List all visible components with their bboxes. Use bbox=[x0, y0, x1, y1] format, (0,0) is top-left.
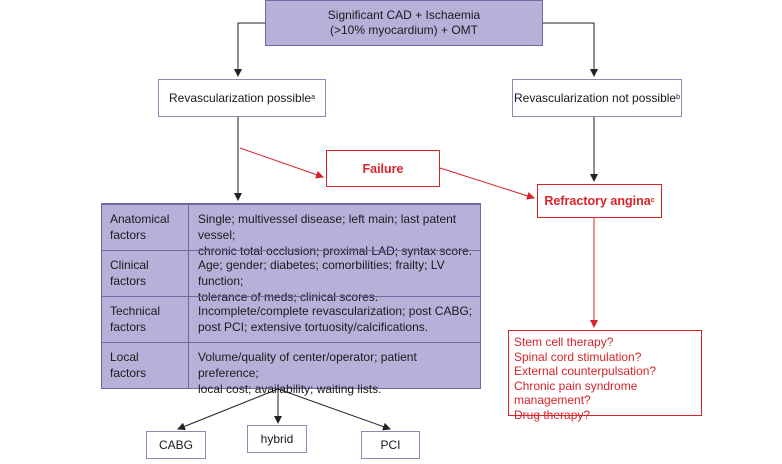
refractory-label: Refractory angina bbox=[544, 194, 651, 208]
arrow-failure-to-refractory bbox=[439, 167, 535, 200]
arrow-to-cabg bbox=[177, 388, 279, 431]
factor-label-line: Clinical bbox=[110, 258, 149, 272]
top-line-1: Significant CAD + Ischaemia bbox=[327, 8, 481, 22]
outcome-hybrid-label: hybrid bbox=[260, 432, 294, 446]
arrow-to-pci bbox=[277, 388, 391, 431]
factors-table: Anatomical factors Single; multivessel di… bbox=[101, 203, 481, 396]
factor-desc-line: Single; multivessel disease; left main; … bbox=[198, 212, 457, 242]
factor-label-line: factors bbox=[110, 228, 147, 242]
factor-label-line: factors bbox=[110, 274, 147, 288]
outcome-pci-label: PCI bbox=[380, 438, 401, 452]
arrow-top-to-revasc-not-possible bbox=[543, 22, 598, 77]
outcome-hybrid-box: hybrid bbox=[247, 425, 307, 453]
failure-box: Failure bbox=[326, 150, 440, 187]
factor-desc-line: tolerance of meds; clinical scores. bbox=[198, 290, 379, 304]
top-condition-box: Significant CAD + Ischaemia (>10% myocar… bbox=[265, 0, 543, 46]
arrow-to-failure bbox=[239, 147, 324, 179]
arrow-top-to-revasc-possible bbox=[234, 22, 265, 77]
therapy-item: Chronic pain syndrome management? bbox=[514, 378, 638, 408]
factor-label-line: Anatomical bbox=[110, 212, 170, 226]
factor-label: Clinical factors bbox=[110, 257, 172, 289]
outcome-cabg-label: CABG bbox=[158, 438, 193, 452]
factor-row-clinical: Clinical factors Age; gender; diabetes; c… bbox=[102, 250, 480, 304]
factor-label: Local factors bbox=[110, 349, 172, 381]
factor-label: Anatomical factors bbox=[110, 211, 172, 243]
factor-description: Age; gender; diabetes; comorbilities; fr… bbox=[198, 257, 478, 305]
revasc-not-possible-label: Revascularization not possible bbox=[514, 91, 677, 105]
factor-desc-line: Age; gender; diabetes; comorbilities; fr… bbox=[198, 258, 445, 288]
therapy-item: Stem cell therapy? bbox=[514, 335, 614, 349]
factor-desc-line: local cost; availability; waiting lists. bbox=[198, 382, 382, 396]
factor-label: Technical factors bbox=[110, 303, 172, 335]
factor-desc-line: chronic total occlusion; proximal LAD; s… bbox=[198, 244, 473, 258]
therapy-options-box: Stem cell therapy? Spinal cord stimulati… bbox=[508, 330, 702, 422]
factor-desc-line: post PCI; extensive tortuosity/calcifica… bbox=[198, 320, 429, 334]
therapy-item: External counterpulsation? bbox=[514, 364, 657, 378]
revasc-possible-label: Revascularization possible bbox=[169, 91, 312, 105]
factor-description: Volume/quality of center/operator; patie… bbox=[198, 349, 478, 397]
factor-label-line: Local bbox=[110, 350, 139, 364]
therapy-item: Drug therapy? bbox=[514, 407, 591, 422]
factor-label-line: factors bbox=[110, 320, 147, 334]
therapy-item: Spinal cord stimulation? bbox=[514, 349, 642, 364]
outcome-cabg-box: CABG bbox=[146, 431, 206, 459]
factor-row-technical: Technical factors Incomplete/complete rev… bbox=[102, 296, 480, 342]
outcome-pci-box: PCI bbox=[361, 431, 420, 459]
failure-label: Failure bbox=[362, 161, 404, 176]
factor-row-anatomical: Anatomical factors Single; multivessel di… bbox=[102, 204, 480, 258]
top-line-2: (>10% myocardium) + OMT bbox=[329, 23, 479, 37]
factor-description: Incomplete/complete revascularization; p… bbox=[198, 303, 478, 335]
factor-row-local: Local factors Volume/quality of center/op… bbox=[102, 342, 480, 396]
factor-label-line: factors bbox=[110, 366, 147, 380]
factor-label-line: Technical bbox=[110, 304, 161, 318]
factor-desc-line: Incomplete/complete revascularization; p… bbox=[198, 304, 473, 318]
factor-desc-line: Volume/quality of center/operator; patie… bbox=[198, 350, 417, 380]
factor-description: Single; multivessel disease; left main; … bbox=[198, 211, 478, 259]
